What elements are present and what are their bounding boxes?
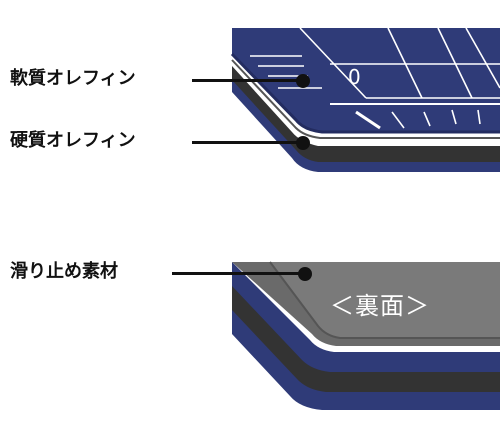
soft-olefin-surface [232, 28, 500, 132]
leader-hard-olefin [192, 141, 300, 144]
mat-digit: 0 [348, 65, 361, 89]
hard-olefin-layer [232, 44, 500, 162]
dot-soft-olefin [296, 74, 310, 88]
back-black-layer [232, 278, 500, 392]
label-anti-slip: 滑り止め素材 [10, 261, 118, 282]
label-soft-olefin: 軟質オレフィン [10, 68, 136, 89]
mat-front-corner: 0 [230, 27, 500, 172]
mat-grid-lines [250, 27, 500, 130]
mat-back-corner [232, 261, 500, 410]
leader-soft-olefin [192, 79, 300, 82]
label-hard-olefin: 硬質オレフィン [10, 130, 136, 151]
back-bottom-navy-edge [232, 300, 500, 410]
dot-anti-slip [298, 267, 312, 281]
anti-slip-face [270, 262, 500, 338]
back-navy-layer [232, 262, 500, 372]
dot-hard-olefin [296, 136, 310, 150]
leader-anti-slip [172, 272, 302, 275]
back-side-label: ＜裏面＞ [330, 292, 430, 320]
